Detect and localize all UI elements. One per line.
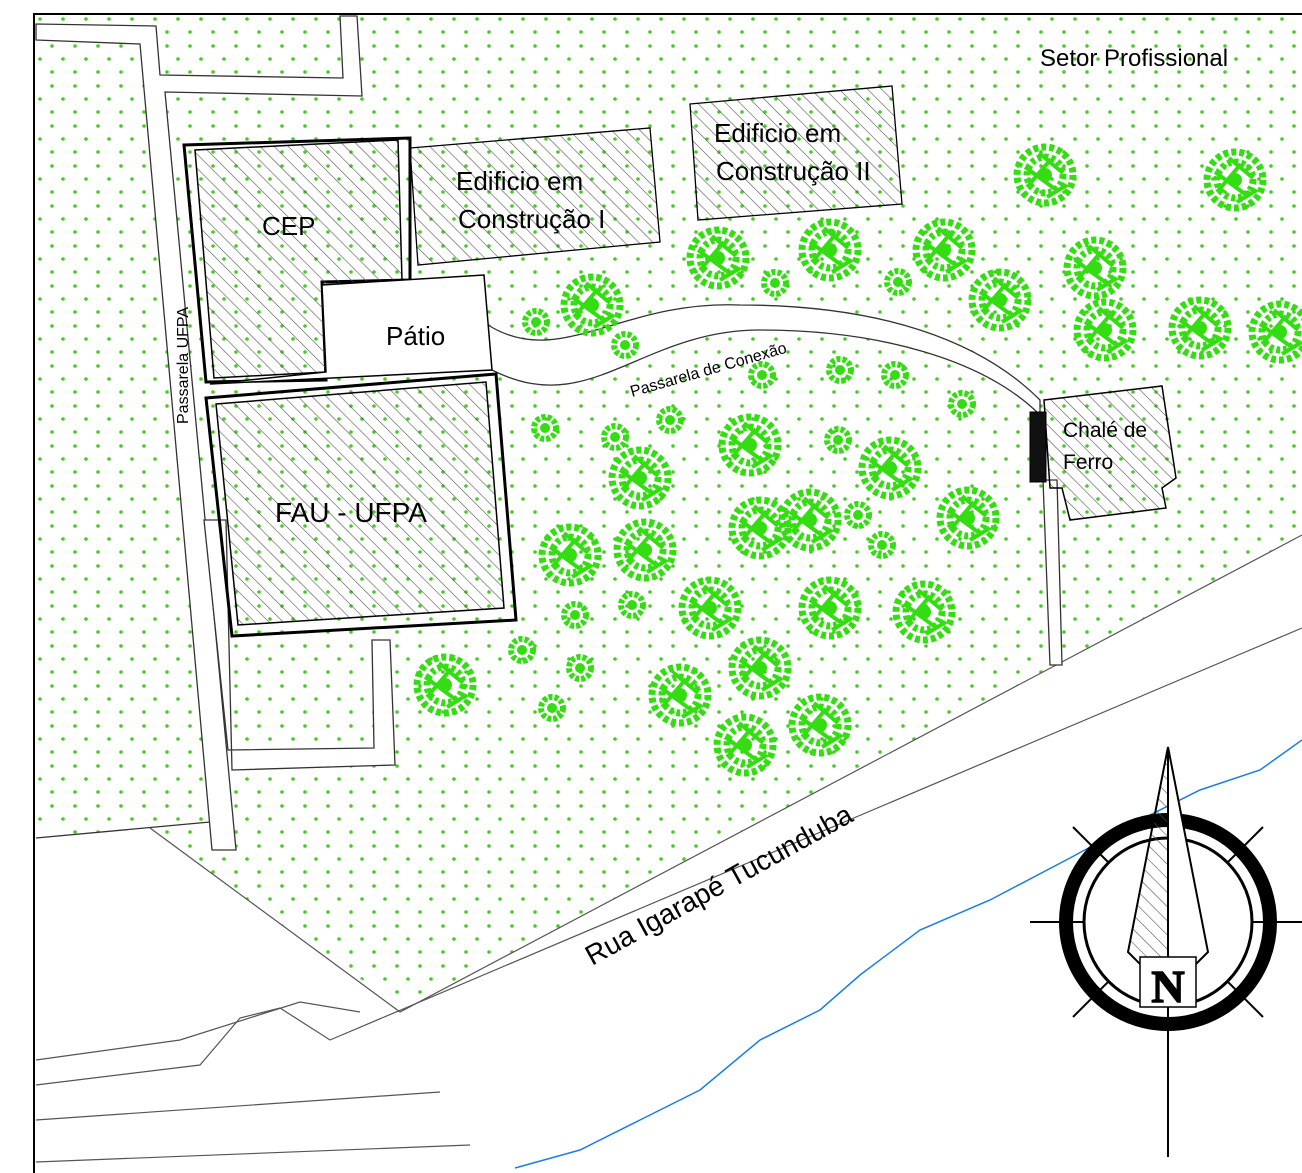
patio <box>209 274 493 385</box>
label-edificio-2-line1: Edificio em <box>714 118 841 148</box>
building-edificio-construcao-1 <box>409 127 661 266</box>
label-edificio-2-line2: Construção II <box>716 156 871 186</box>
label-chale-line2: Ferro <box>1063 451 1113 474</box>
label-passarela-ufpa: Passarela UFPA <box>175 307 192 424</box>
compass-rose-icon: N <box>1030 746 1302 1157</box>
river-line <box>514 739 1302 1169</box>
building-cep <box>182 136 412 384</box>
label-setor-profissional: Setor Profissional <box>1040 45 1228 72</box>
building-chale-de-ferro <box>1029 385 1177 521</box>
label-cep: CEP <box>262 211 315 241</box>
label-chale-line1: Chalé de <box>1063 419 1147 442</box>
label-patio: Pátio <box>386 321 445 351</box>
label-fau-ufpa: FAU - UFPA <box>275 497 427 528</box>
building-fau-ufpa <box>204 372 518 638</box>
road-rua-igarape-tucunduba <box>35 534 1302 1163</box>
label-edificio-1-line2: Construção I <box>458 204 605 234</box>
building-edificio-construcao-2 <box>689 85 903 221</box>
north-label: N <box>1151 961 1184 1012</box>
label-edificio-1-line1: Edificio em <box>456 166 583 196</box>
